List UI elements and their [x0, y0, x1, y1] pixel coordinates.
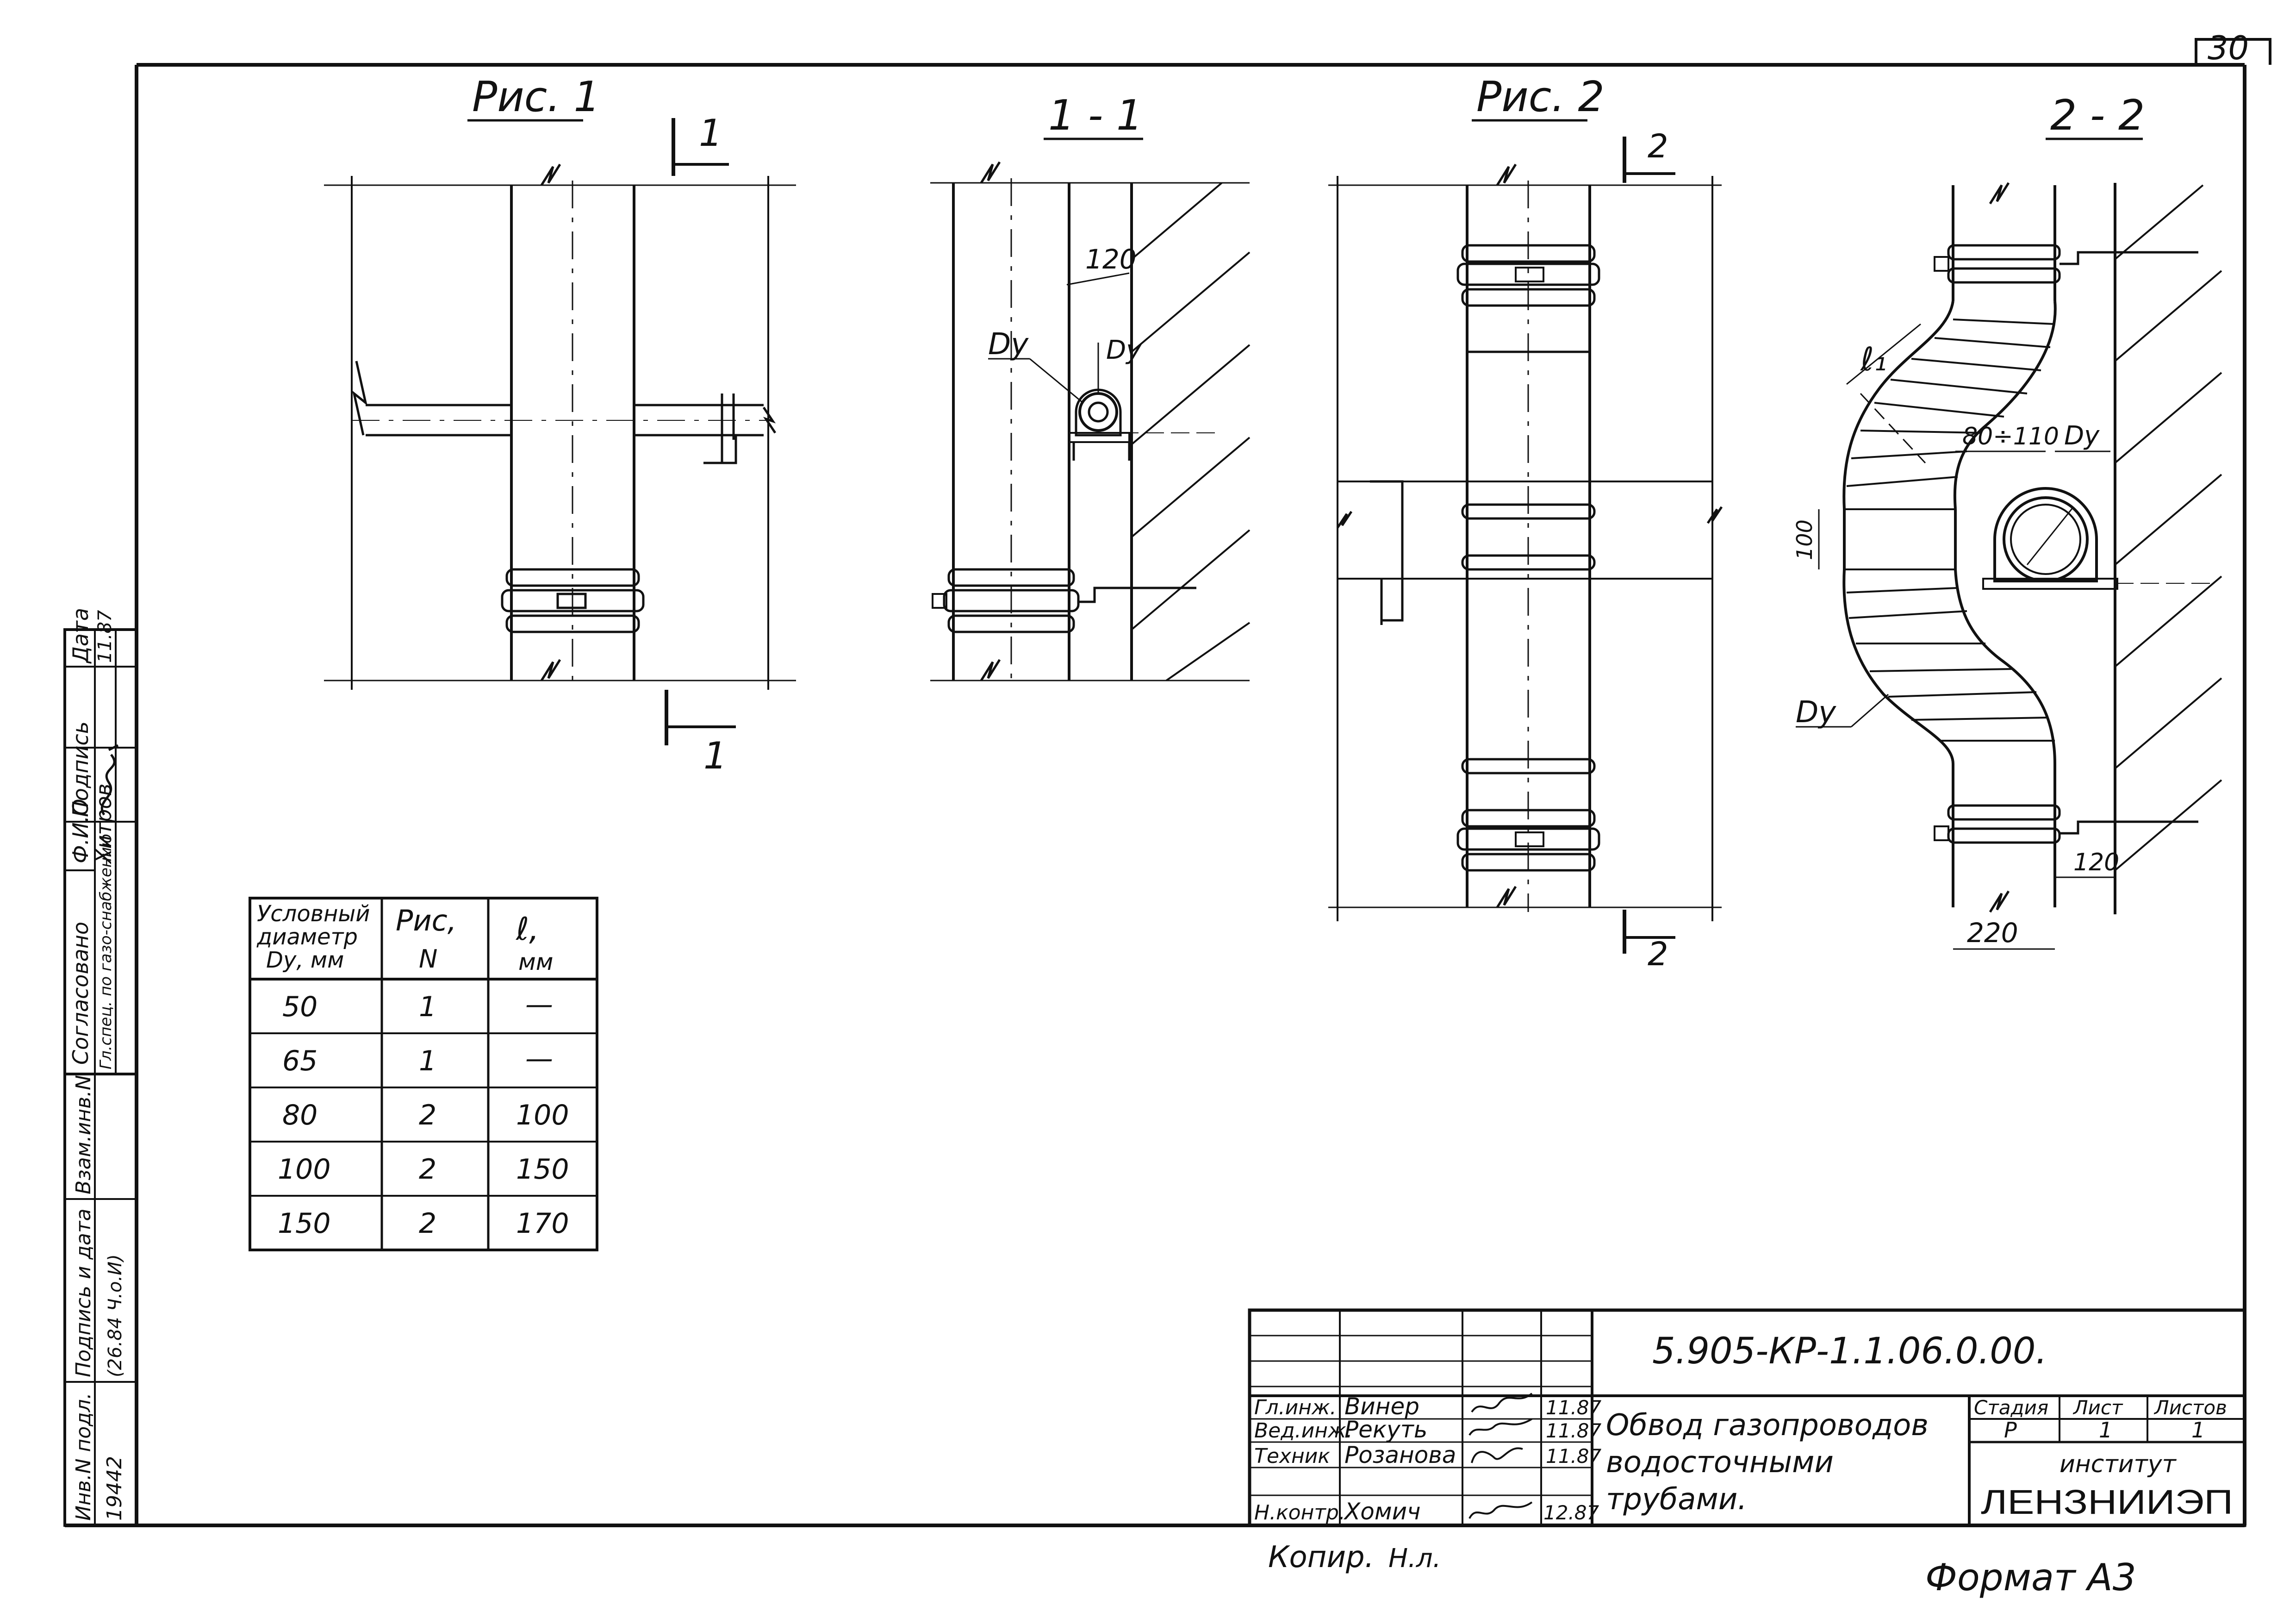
- stamp-signature-label: Подпись: [68, 721, 93, 817]
- spec-row-2-l: —: [525, 1043, 553, 1075]
- title-line-1: Обвод газопроводов: [1606, 1408, 1929, 1443]
- signer-3-role: Техник: [1254, 1444, 1330, 1468]
- signer-1-name: Винер: [1344, 1393, 1419, 1420]
- copy-signature: Н.л.: [1388, 1543, 1441, 1574]
- stamp-agreed-role: Гл.спец. по газо-снабжению: [97, 834, 115, 1069]
- signer-2-name: Рекуть: [1344, 1416, 1427, 1443]
- signer-1-role: Гл.инж.: [1254, 1396, 1337, 1419]
- archive-replace-label: Взам.инв.N: [72, 1075, 95, 1194]
- stamp-agreed-date: 11.87: [94, 610, 116, 663]
- spec-row-5-fig: 2: [419, 1207, 436, 1240]
- signer-1-signature: [1471, 1393, 1533, 1413]
- spec-row-5-l: 170: [516, 1207, 569, 1240]
- fig2-cut-bottom-label: 2: [1648, 935, 1668, 973]
- fig1-cut-top-label: 1: [699, 112, 722, 155]
- sheet-value: 1: [2099, 1418, 2112, 1443]
- section11-dim-120: 120: [1085, 244, 1137, 275]
- fig2-cut-top-label: 2: [1648, 127, 1668, 165]
- fig1-title: Рис. 1: [472, 73, 600, 121]
- spec-row-1-fig: 1: [419, 991, 436, 1023]
- section22-dim-120: 120: [2073, 849, 2119, 876]
- spec-row-1-l: —: [525, 988, 553, 1021]
- stamp-signature-scribble: [100, 744, 119, 816]
- spec-header-l-1: ℓ,: [516, 911, 539, 948]
- section22-dim-dy-bottom: Dу: [1796, 695, 1836, 730]
- stage-value: Р: [2004, 1418, 2017, 1443]
- stamp-fio-label: Ф.И.О: [68, 799, 93, 863]
- spec-row-1-dn: 50: [282, 991, 317, 1023]
- stage-header: Стадия: [1974, 1396, 2048, 1419]
- spec-row-3-l: 100: [516, 1099, 569, 1131]
- title-block: Гл.инж. Винер 11.87 Вед.инж. Рекуть 11.8…: [1248, 1308, 2246, 1527]
- archive-signdate-label: Подпись и дата: [72, 1209, 95, 1377]
- signer-3-name: Розанова: [1344, 1442, 1456, 1468]
- signer-2-signature: [1468, 1418, 1533, 1436]
- section22-drawing: ℓ₁ 80÷110 Dу 100 Dу 120 220: [1792, 182, 2222, 950]
- spec-header-diameter-3: Dу, мм: [266, 947, 344, 973]
- signer-4-date: 12.87: [1543, 1501, 1599, 1524]
- section11-drawing: 120 Dу Dу: [930, 161, 1251, 685]
- wall-hatching-22: [2114, 184, 2222, 871]
- fig1-cut-bottom-label: 1: [703, 734, 727, 777]
- spec-row-2-fig: 1: [419, 1045, 436, 1077]
- stamp-agreed-label: Согласовано: [68, 922, 93, 1065]
- signer-4-name: Хомич: [1343, 1498, 1421, 1525]
- archive-inv-value: 19442: [103, 1456, 126, 1521]
- signer-2-role: Вед.инж.: [1254, 1419, 1353, 1443]
- section11-dim-dy-left: Dу: [988, 327, 1029, 362]
- side-stamp: Согласовано Ф.И.О Подпись Дата Гл.спец. …: [63, 608, 138, 1527]
- signer-4-signature: [1468, 1501, 1533, 1519]
- sheets-value: 1: [2191, 1418, 2205, 1443]
- fig2-title: Рис. 2: [1476, 73, 1605, 121]
- section22-title: 2 - 2: [2050, 91, 2145, 140]
- sheet-footer: Копир. Н.л. Формат А3: [1268, 1540, 2136, 1599]
- sheets-header: Листов: [2153, 1396, 2227, 1419]
- page-number: 30: [2208, 29, 2249, 67]
- spec-header-fig-1: Рис,: [396, 904, 456, 937]
- stamp-date-label: Дата: [68, 608, 93, 664]
- document-code: 5.905-КР-1.1.06.0.00.: [1652, 1330, 2047, 1372]
- archive-signdate-value: (26.84 Ч.о.И): [105, 1254, 126, 1377]
- sheet-header: Лист: [2072, 1396, 2123, 1419]
- archive-inv-label: Инв.N подл.: [72, 1393, 95, 1521]
- institute-name: ЛЕНЗНИИЭП: [1981, 1483, 2233, 1521]
- stamp-agreed-name: Хитров: [91, 783, 116, 864]
- copy-label: Копир.: [1268, 1540, 1374, 1574]
- figure-titles: Рис. 1 1 - 1 Рис. 2 2 - 2: [467, 73, 2145, 140]
- spec-row-4-fig: 2: [419, 1153, 436, 1186]
- signer-4-role: Н.контр.: [1254, 1501, 1345, 1524]
- title-line-2: водосточными: [1606, 1445, 1834, 1480]
- fig1-drawing: 1 1: [324, 112, 796, 777]
- signer-1-date: 11.87: [1546, 1396, 1602, 1419]
- section22-dim-80-110: 80÷110: [1962, 423, 2059, 450]
- spec-row-4-l: 150: [516, 1153, 569, 1186]
- section11-title: 1 - 1: [1048, 91, 1143, 140]
- signer-2-date: 11.87: [1546, 1419, 1602, 1442]
- signer-3-signature: [1471, 1447, 1523, 1463]
- section11-dim-dy-right: Dу: [1106, 335, 1142, 365]
- spec-row-3-fig: 2: [419, 1099, 436, 1131]
- spec-header-diameter-1: Условный: [257, 901, 370, 927]
- fig2-drawing: 2 2: [1328, 127, 1723, 973]
- wall-hatching-11: [1131, 182, 1251, 681]
- section22-dim-dy-top: Dу: [2064, 421, 2100, 451]
- spec-header-fig-2: N: [419, 944, 437, 974]
- section22-dim-220: 220: [1967, 917, 2018, 949]
- title-line-3: трубами.: [1606, 1482, 1747, 1517]
- spec-row-2-dn: 65: [282, 1045, 317, 1077]
- spec-table: Условный диаметр Dу, мм Рис, N ℓ, мм 50 …: [249, 897, 598, 1251]
- institute-label: институт: [2060, 1450, 2177, 1478]
- spec-row-5-dn: 150: [278, 1207, 331, 1240]
- spec-header-l-2: мм: [518, 949, 553, 975]
- spec-row-4-dn: 100: [278, 1153, 331, 1186]
- format-label: Формат А3: [1925, 1556, 2136, 1599]
- section22-dim-100: 100: [1792, 519, 1817, 560]
- spec-header-diameter-2: диаметр: [256, 924, 358, 950]
- section22-dim-l1: ℓ₁: [1860, 340, 1887, 378]
- spec-row-3-dn: 80: [282, 1099, 317, 1131]
- signer-3-date: 11.87: [1546, 1445, 1602, 1468]
